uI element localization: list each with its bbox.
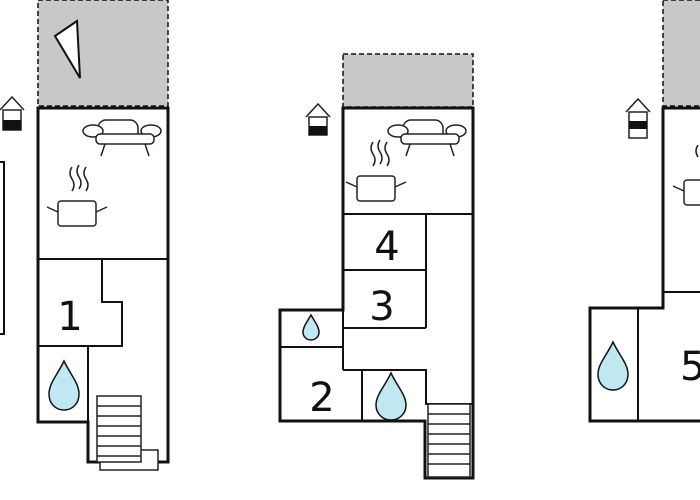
room-number: 2 — [309, 375, 334, 421]
outer-wall — [278, 106, 475, 480]
kitchen-pot-icon — [46, 164, 108, 227]
sofa-icon — [82, 119, 162, 157]
floor-right: 5 — [588, 0, 700, 423]
kitchen-pot-icon — [672, 144, 700, 206]
terrace-area — [342, 53, 474, 108]
house-level-icon — [0, 95, 25, 131]
room-1-walls — [38, 259, 123, 347]
room-number: 4 — [374, 224, 399, 270]
water-drop-icon — [597, 340, 629, 391]
room-number: 5 — [680, 344, 700, 390]
outer-wall — [588, 106, 700, 423]
kitchen-pot-icon — [345, 139, 407, 202]
room-number: 1 — [57, 294, 82, 340]
house-level-icon — [305, 102, 331, 136]
house-level-icon — [625, 97, 651, 139]
terrace-area — [37, 0, 169, 107]
stairs-icon — [427, 403, 471, 478]
room-number: 3 — [369, 284, 394, 330]
sofa-icon — [387, 119, 467, 157]
water-drop-icon — [48, 359, 80, 411]
floor-left: 1 — [0, 0, 170, 471]
terrace-area — [662, 0, 700, 107]
water-drop-icon — [302, 313, 320, 341]
compass-arrow-icon — [53, 19, 81, 79]
floor-middle: 4 3 2 — [278, 53, 475, 480]
outer-wall — [36, 106, 170, 464]
left-edge-fragment — [0, 161, 5, 335]
water-drop-icon — [375, 371, 407, 421]
stairs-icon — [96, 395, 142, 463]
